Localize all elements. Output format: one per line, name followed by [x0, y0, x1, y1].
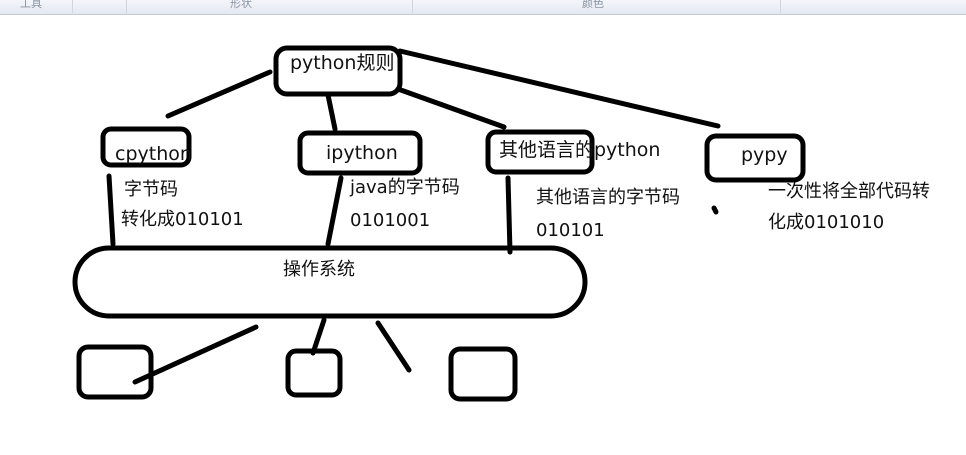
edge-cpython-os [106, 173, 116, 247]
bottom-box-1 [76, 344, 154, 400]
edge-ipython-os [325, 175, 344, 247]
edge-root-pypy [397, 48, 721, 129]
other-lang-note-line2: 010101 [536, 220, 605, 241]
toolbar-ribbon: 工具 形状 颜色 [0, 0, 966, 15]
edge-os-box3 [375, 320, 412, 373]
ribbon-group-tools[interactable]: 工具 [20, 0, 42, 10]
cpython-note-line1: 字节码 [124, 179, 178, 200]
other-lang-node-box [485, 129, 595, 175]
ribbon-group-colors[interactable]: 颜色 [582, 0, 604, 10]
os-node-label: 操作系统 [283, 259, 355, 280]
ribbon-separator [126, 0, 127, 13]
edge-root-ipython [325, 92, 338, 132]
pypy-note-line2: 化成0101010 [768, 212, 885, 233]
pypy-node-label: pypy [741, 144, 788, 166]
ipython-node-label: ipython [326, 142, 398, 164]
bottom-box-2 [285, 348, 343, 398]
edge-root-other [395, 86, 507, 130]
pypy-note-line1: 一次性将全部代码转 [768, 181, 930, 202]
ribbon-group-shapes[interactable]: 形状 [230, 0, 252, 10]
stray-mark [711, 205, 719, 215]
os-node-box [72, 245, 588, 319]
ribbon-separator [72, 0, 73, 13]
other-lang-node-label: 其他语言的python [499, 139, 661, 161]
other-lang-note-line1: 其他语言的字节码 [536, 187, 680, 208]
root-node-box [273, 45, 403, 97]
ribbon-separator [780, 0, 781, 13]
bottom-box-3 [448, 346, 518, 402]
ipython-note-line2: 0101001 [350, 210, 431, 231]
cpython-node-box [100, 126, 192, 168]
ribbon-separator [412, 0, 413, 13]
ipython-note-line1: java的字节码 [350, 177, 460, 198]
cpython-node-label: cpython [115, 143, 192, 165]
edge-root-cpython [165, 69, 273, 119]
root-node-label: python规则 [290, 52, 395, 74]
pypy-node-box [704, 133, 806, 183]
edge-os-box1 [132, 324, 259, 385]
edge-os-box2 [310, 317, 327, 356]
edge-other-os [505, 175, 513, 255]
cpython-note-line2: 转化成010101 [121, 209, 244, 230]
ipython-node-box [297, 130, 423, 176]
